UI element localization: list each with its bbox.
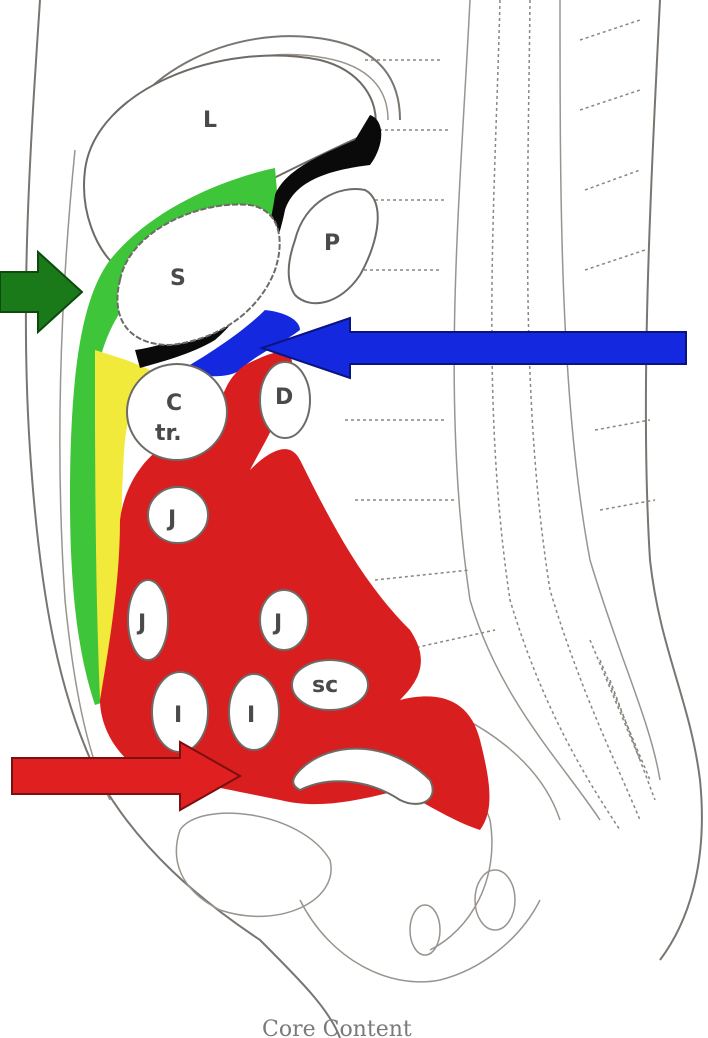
stomach-label: S bbox=[170, 266, 186, 291]
liver-label: L bbox=[203, 108, 217, 133]
jejunum-loop bbox=[128, 580, 168, 660]
sigmoid-colon-label: sc bbox=[312, 673, 338, 698]
jejunum-loop bbox=[148, 487, 208, 543]
ileum-label-1: I bbox=[174, 703, 182, 728]
pelvic-floor-outline bbox=[300, 900, 540, 982]
pelvic-organ-outline bbox=[410, 905, 440, 955]
transverse-colon-label-top: C bbox=[166, 391, 182, 416]
transverse-colon-label-bottom: tr. bbox=[155, 421, 182, 446]
blue-arrow bbox=[262, 318, 686, 378]
jejunum-label-1: J bbox=[166, 507, 176, 532]
duodenum-label: D bbox=[275, 385, 293, 410]
body-posterior-outline bbox=[646, 0, 702, 960]
jejunum-loop bbox=[260, 590, 308, 650]
ileum-label-2: I bbox=[247, 703, 255, 728]
pancreas-label: P bbox=[324, 231, 340, 256]
green-arrow bbox=[0, 252, 82, 332]
caption: Core Content bbox=[262, 1017, 412, 1038]
jejunum-label-2: J bbox=[136, 611, 146, 636]
bladder-outline bbox=[176, 813, 331, 916]
jejunum-label-3: J bbox=[272, 611, 282, 636]
pelvic-organ-outline bbox=[475, 870, 515, 930]
